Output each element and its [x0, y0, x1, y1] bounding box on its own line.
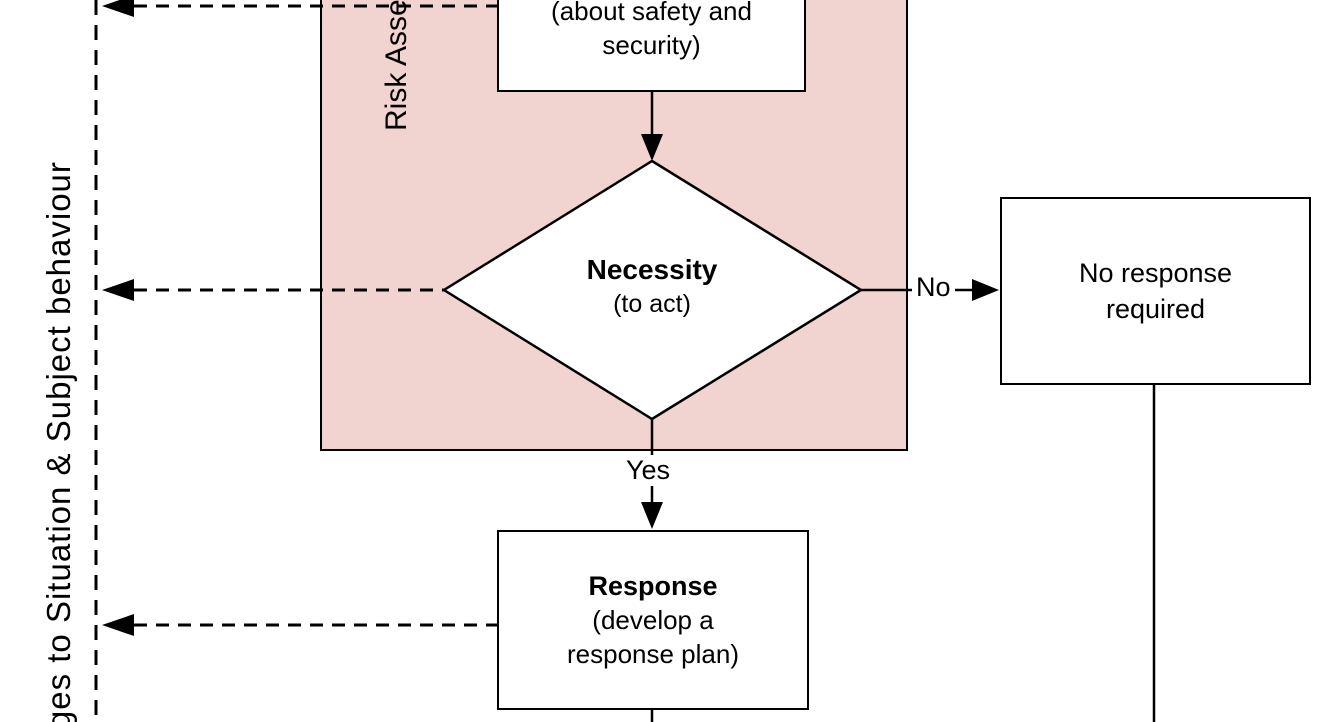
response-line2: response plan)	[567, 639, 739, 669]
risk-region-label: Risk Assessment	[380, 0, 413, 131]
no-response-line1: No response	[1078, 258, 1233, 288]
decision-subtitle: (to act)	[613, 290, 691, 318]
no-response-line2: required	[1105, 294, 1206, 324]
left-arrowhead-top-icon	[102, 0, 134, 17]
right-arrowhead-no-icon	[972, 279, 999, 301]
assessment-box-line2: security)	[602, 30, 701, 60]
response-line1: (develop a	[592, 605, 714, 635]
down-arrowhead-yes-icon	[641, 502, 663, 529]
no-response-box: No response required	[1000, 197, 1311, 385]
response-box: Response (develop a response plan)	[497, 530, 809, 710]
left-arrowhead-middle-icon	[102, 279, 134, 301]
response-title: Response	[588, 571, 718, 601]
decision-diamond-text: Necessity (to act)	[492, 252, 812, 320]
assessment-box-line1: (about safety and	[551, 0, 752, 26]
assessment-box: (about safety and security)	[497, 0, 806, 92]
no-edge-label: No	[912, 272, 955, 303]
left-arrowhead-bottom-icon	[102, 614, 134, 636]
feedback-axis-label: Changes to Situation & Subject behaviour	[40, 161, 77, 722]
down-arrowhead-assessment-icon	[641, 134, 663, 161]
yes-edge-label: Yes	[622, 455, 675, 486]
decision-title: Necessity	[586, 254, 718, 285]
